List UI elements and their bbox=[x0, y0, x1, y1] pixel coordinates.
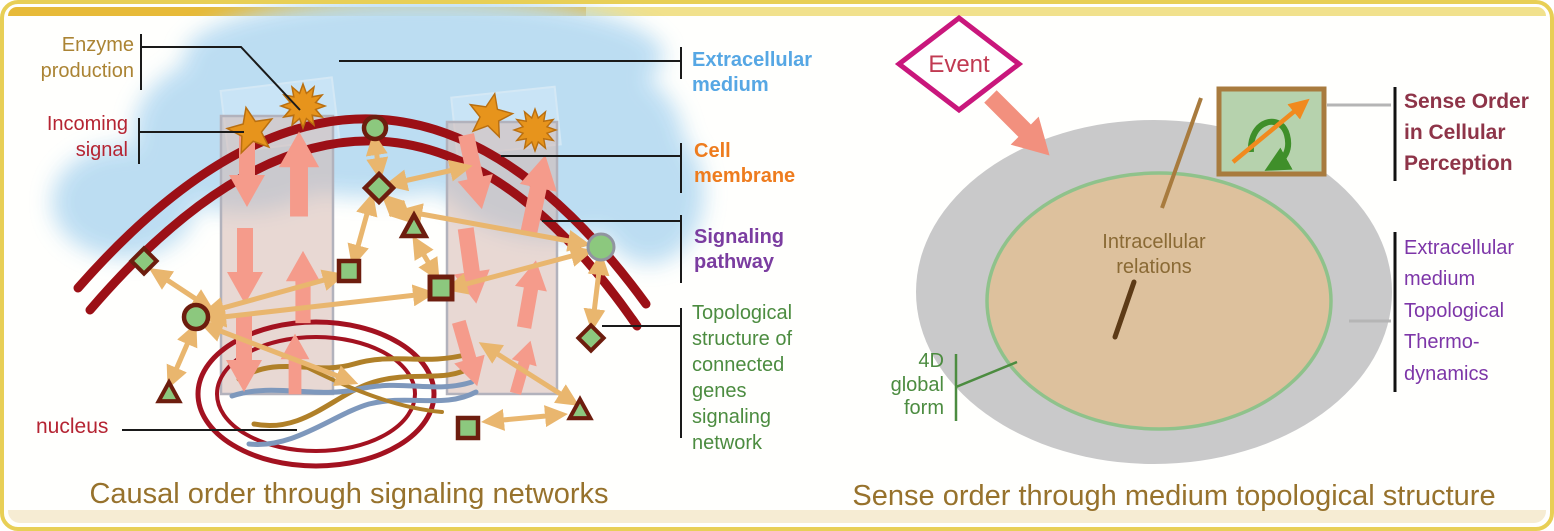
network-node-triangle bbox=[570, 399, 591, 418]
right-panel-caption: Sense order through medium topological s… bbox=[852, 480, 1496, 512]
incoming-connector bbox=[138, 118, 244, 164]
extracellular-medium-label: Extracellular medium bbox=[692, 49, 813, 96]
top-accent-bar-right bbox=[586, 7, 1546, 16]
global-form-bracket bbox=[954, 354, 1018, 421]
incoming-signal-label: Incoming signal bbox=[46, 113, 128, 161]
enzyme-production-label: Enzyme production bbox=[40, 34, 134, 82]
global-form-label: 4D global form bbox=[890, 350, 944, 420]
cell-membrane-label: Cell membrane bbox=[694, 140, 796, 187]
enzyme-connector bbox=[140, 34, 301, 111]
intracellular-relations-label: Intracellular relations bbox=[1102, 231, 1206, 278]
network-node-triangle bbox=[403, 215, 426, 236]
cell-membrane-connector bbox=[501, 143, 682, 193]
gene-network-nodes bbox=[131, 114, 616, 438]
box-connector bbox=[1160, 97, 1203, 209]
label-connectors-left bbox=[122, 34, 682, 438]
network-node-circle bbox=[181, 302, 211, 332]
event-diamond bbox=[894, 14, 1024, 114]
rotation-arrow-icon bbox=[1247, 118, 1293, 171]
network-node-square bbox=[458, 418, 478, 438]
left-panel-caption: Causal order through signaling networks bbox=[89, 478, 609, 510]
topological-connector bbox=[602, 308, 682, 438]
bottom-accent-strip bbox=[8, 510, 1546, 523]
sense-order-label: Sense Order in Cellular Perception bbox=[1404, 90, 1529, 176]
extracellular-thermo-label: Extracellular medium Topological Thermo-… bbox=[1404, 237, 1515, 385]
network-node-diamond bbox=[578, 325, 603, 350]
relation-slash bbox=[1112, 279, 1137, 340]
network-node-square bbox=[339, 261, 359, 281]
signaling-connector bbox=[542, 215, 682, 283]
network-node-circle bbox=[361, 114, 389, 142]
extracellular-connector bbox=[339, 47, 682, 79]
topological-network-label: Topological structure of connected genes… bbox=[692, 302, 793, 454]
label-connectors-right bbox=[954, 87, 1397, 421]
signaling-pathway-label: Signaling pathway bbox=[694, 226, 784, 273]
perception-box bbox=[1216, 86, 1327, 177]
gene-network-arrows bbox=[148, 132, 610, 431]
nucleus-label: nucleus bbox=[36, 415, 109, 438]
network-node-circle bbox=[586, 232, 616, 262]
network-node-triangle bbox=[159, 382, 180, 401]
cell-body-ellipse bbox=[985, 171, 1333, 431]
network-node-square bbox=[430, 277, 452, 299]
diagram-graphics bbox=[52, 4, 1397, 469]
direction-arrow-icon bbox=[1231, 98, 1310, 164]
event-label: Event bbox=[928, 51, 990, 78]
